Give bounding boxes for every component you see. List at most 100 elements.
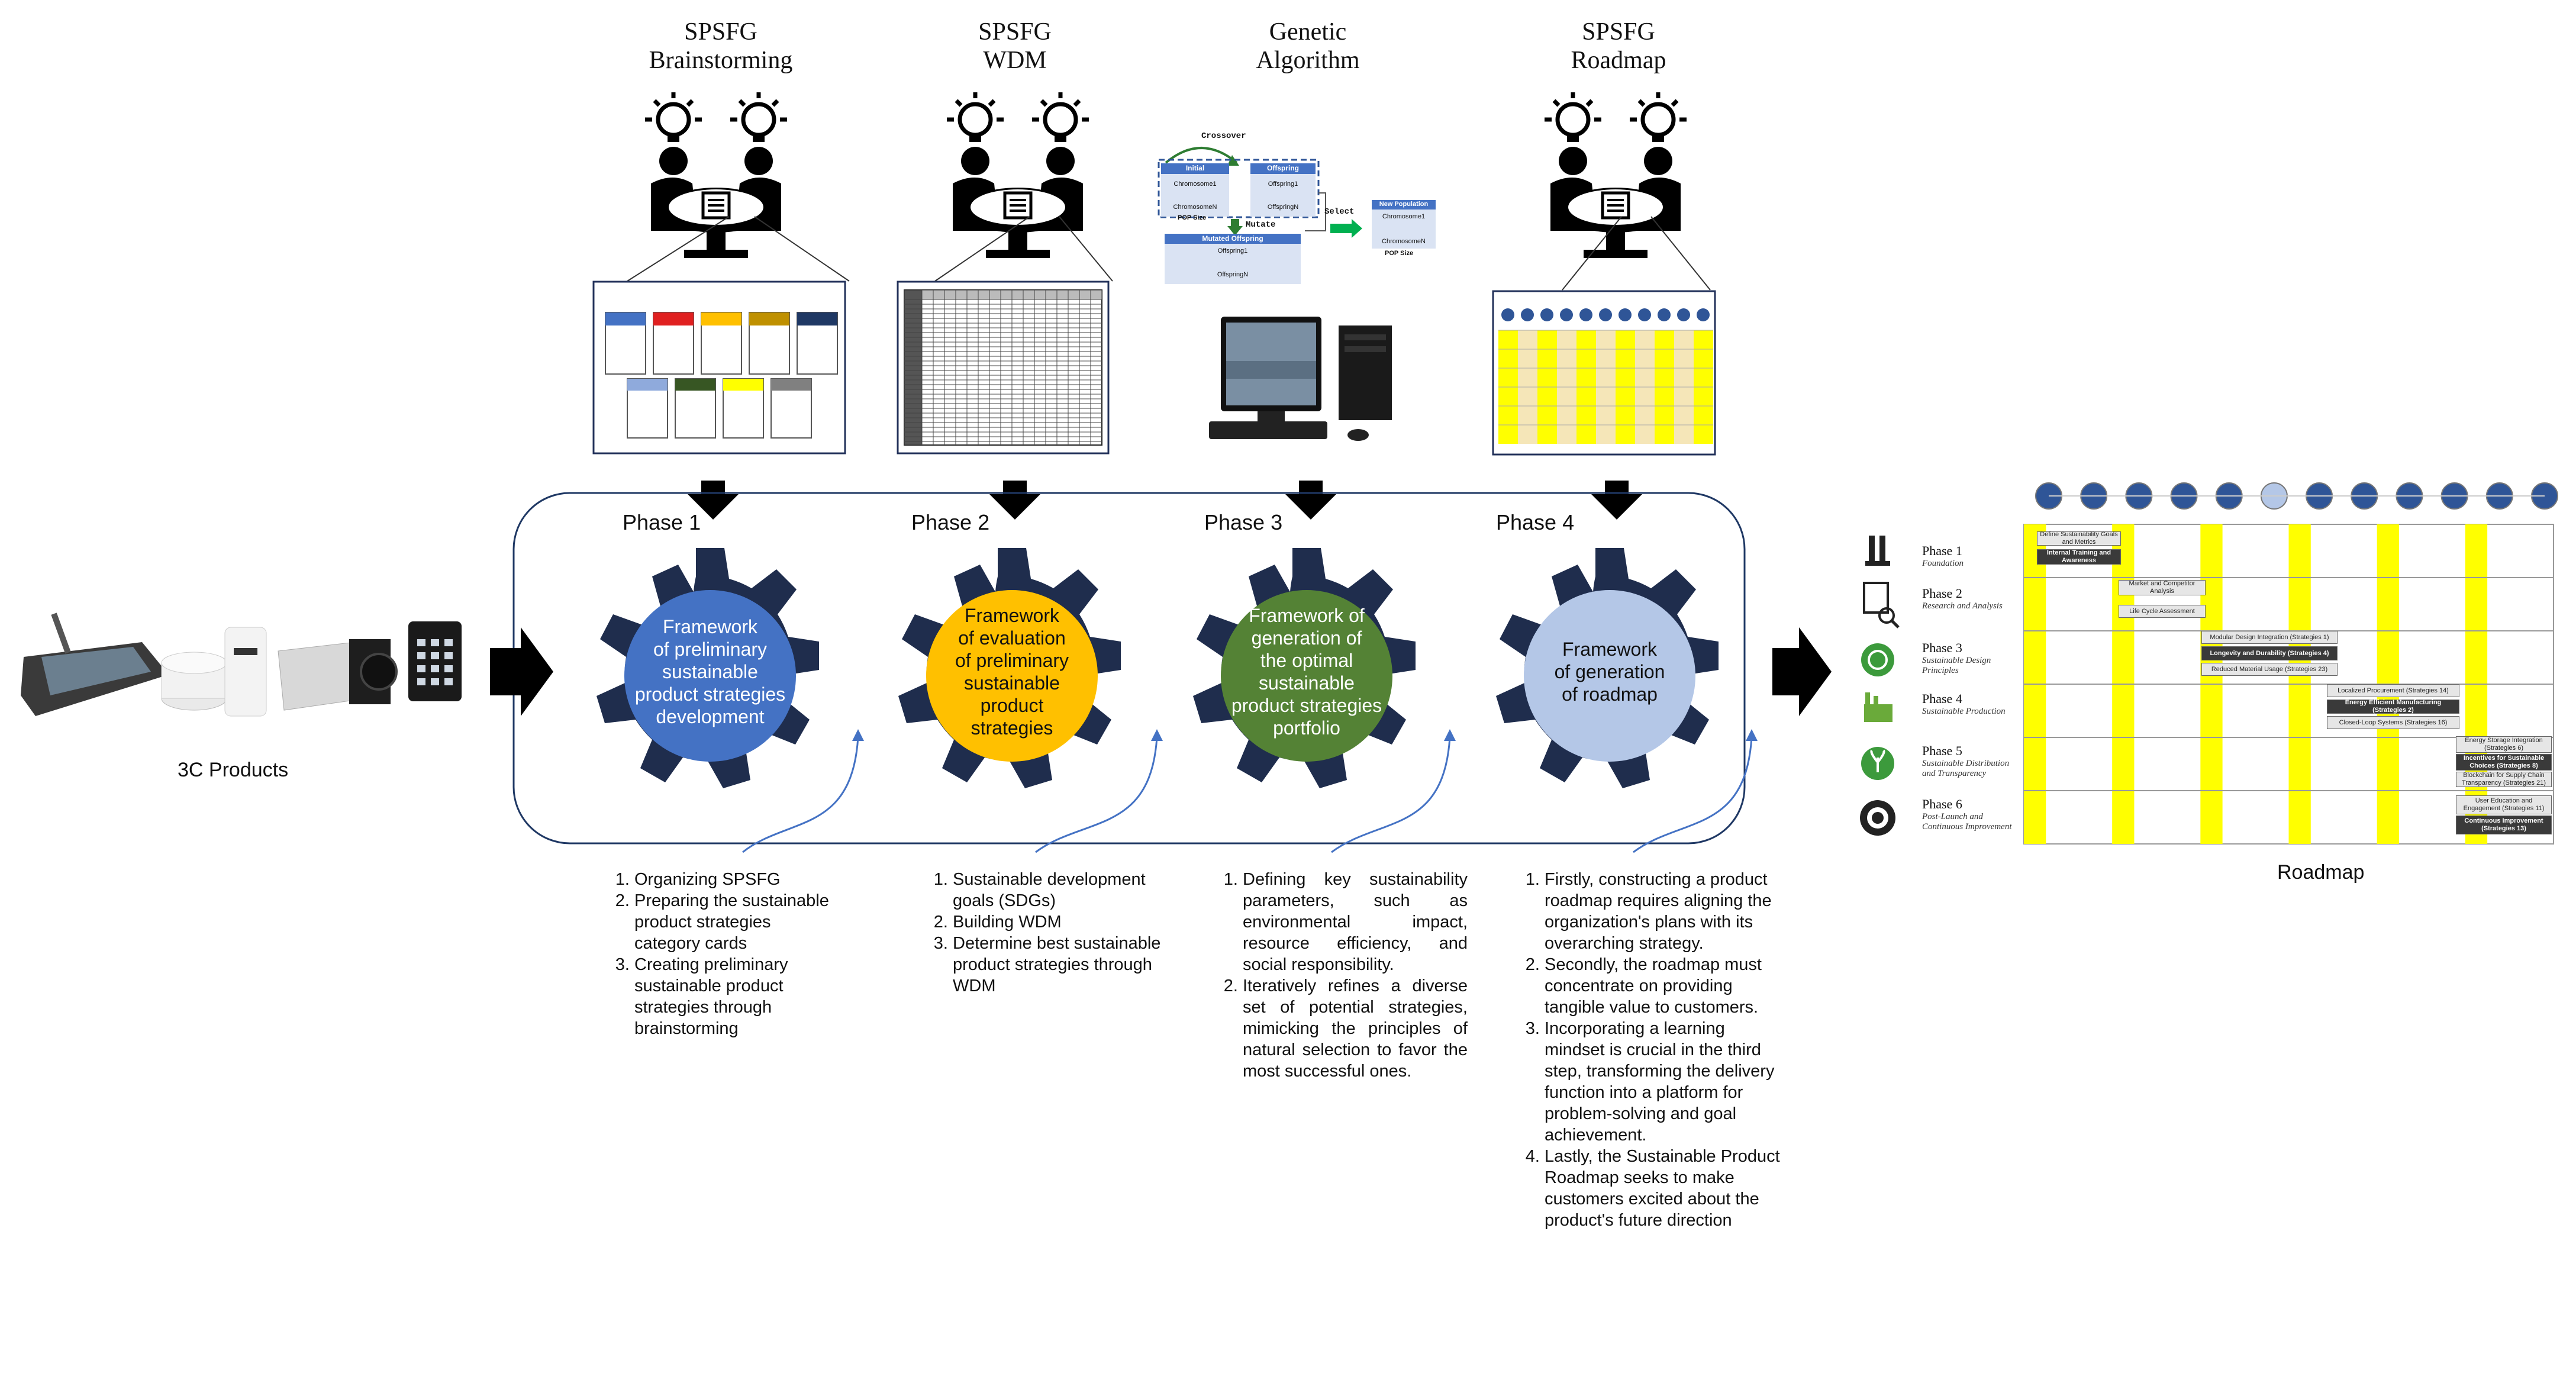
down-arrows	[688, 481, 1642, 520]
ga-figure	[1158, 147, 1436, 284]
roadmap-task: Energy Efficient Manufacturing (Strategi…	[2327, 699, 2459, 714]
step-item: Defining key sustainability parameters, …	[1243, 869, 1468, 975]
factory-icon	[1864, 692, 1892, 722]
document-search-icon	[1863, 582, 1900, 629]
step-item: Organizing SPSFG	[634, 869, 830, 890]
ga-mut-offspringN: OffspringN	[1217, 271, 1249, 278]
roadmap-phase-title: Phase 2	[1922, 586, 1962, 601]
gear-text-phase-4: Framework of generation of roadmap	[1554, 639, 1665, 705]
mini-milestone	[1619, 308, 1632, 321]
arrow-in	[490, 627, 553, 716]
roadmap-task: Blockchain for Supply Chain Transparency…	[2456, 772, 2552, 787]
phase-label-2: Phase 2	[911, 510, 990, 534]
ga-new-chrom1: Chromosome1	[1382, 213, 1426, 220]
mini-milestone	[1579, 308, 1592, 321]
ga-offspring1: Offspring1	[1268, 181, 1298, 188]
meeting-icon-roadmap	[1545, 92, 1687, 258]
phase-label-1: Phase 1	[623, 510, 701, 534]
step-item: Determine best sustainable product strat…	[953, 933, 1189, 997]
gear-text-phase-3: Framework of generation of the optimal s…	[1231, 605, 1382, 739]
plant-icon	[1861, 747, 1894, 780]
roadmap-task: Continuous Improvement (Strategies 13)	[2456, 816, 2552, 834]
ga-mut-offspring1: Offspring1	[1217, 247, 1248, 254]
gear-text-phase-1: Framework of preliminary sustainable pro…	[634, 616, 786, 727]
arrow-out	[1772, 627, 1832, 716]
step-item: Preparing the sustainable product strate…	[634, 890, 830, 954]
step-item: Firstly, constructing a product roadmap …	[1545, 869, 1781, 954]
mini-milestone	[1638, 308, 1651, 321]
steps-phase-1: Organizing SPSFG Preparing the sustainab…	[610, 869, 830, 1039]
ga-select-label: Select	[1324, 207, 1355, 217]
step-item: Creating preliminary sustainable product…	[634, 954, 830, 1039]
roadmap-task: Closed-Loop Systems (Strategies 16)	[2327, 716, 2459, 729]
wdm-matrix	[904, 289, 1102, 446]
gear-icon	[1860, 800, 1895, 836]
roadmap-phase-title: Phase 6	[1922, 797, 1962, 811]
mini-milestone	[1599, 308, 1612, 321]
meeting-icon-wdm	[947, 92, 1089, 258]
ga-chrom1: Chromosome1	[1173, 181, 1217, 188]
roadmap-phase-title: Phase 1	[1922, 543, 1962, 558]
roadmap-task: Reduced Material Usage (Strategies 23)	[2201, 663, 2338, 676]
ga-new-chromN: ChromosomeN	[1382, 238, 1426, 245]
roadmap-caption: Roadmap	[2277, 861, 2365, 884]
computer-icon	[1209, 317, 1392, 441]
roadmap-phase-title: Phase 5	[1922, 743, 1962, 758]
roadmap-phase-sub: Post-Launch and Continuous Improvement	[1922, 812, 2012, 831]
mini-milestone	[1677, 308, 1690, 321]
roadmap-phase-title: Phase 4	[1922, 691, 1962, 706]
mini-milestone	[1560, 308, 1573, 321]
step-item: Sustainable development goals (SDGs)	[953, 869, 1189, 911]
steps-phase-2: Sustainable development goals (SDGs) Bui…	[928, 869, 1189, 997]
step-item: Iteratively refines a diverse set of pot…	[1243, 975, 1468, 1082]
ga-initial-label: Initial	[1185, 164, 1205, 172]
roadmap-phase-sub: Sustainable Design Principles	[1922, 656, 1991, 675]
tool-title-wdm: SPSFG WDM	[978, 18, 1052, 74]
roadmap-phase-sub: Sustainable Distribution and Transparenc…	[1922, 759, 2010, 778]
step-item: Incorporating a learning mindset is cruc…	[1545, 1018, 1781, 1146]
ga-offspringN: OffspringN	[1267, 204, 1299, 211]
recycle-icon	[1861, 643, 1894, 676]
meeting-icon-brainstorming	[645, 92, 787, 258]
roadmap-phase-sub: Research and Analysis	[1922, 601, 2003, 611]
roadmap-task: Modular Design Integration (Strategies 1…	[2201, 631, 2338, 644]
mini-milestone	[1501, 308, 1514, 321]
mini-milestone	[1697, 308, 1710, 321]
products-label: 3C Products	[178, 759, 289, 781]
ga-crossover-label: Crossover	[1201, 131, 1246, 141]
steps-phase-3: Defining key sustainability parameters, …	[1218, 869, 1468, 1082]
roadmap-task: Life Cycle Assessment	[2119, 605, 2206, 618]
roadmap-task: Internal Training and Awareness	[2037, 549, 2121, 565]
roadmap-task: User Education and Engagement (Strategie…	[2456, 795, 2552, 814]
ga-chromN: ChromosomeN	[1173, 204, 1217, 211]
category-cards	[605, 312, 838, 439]
roadmap-task: Localized Procurement (Strategies 14)	[2327, 684, 2459, 697]
roadmap-phase-icons	[1860, 536, 1900, 836]
roadmap-phase-sub: Sustainable Production	[1922, 707, 2006, 716]
roadmap-task: Energy Storage Integration (Strategies 6…	[2456, 736, 2552, 753]
mini-milestone	[1540, 308, 1553, 321]
ga-pop-size: POP Size	[1178, 214, 1207, 221]
gear-hub-phase-3	[1221, 590, 1392, 762]
tool-title-roadmap: SPSFG Roadmap	[1571, 18, 1666, 74]
gear-hub-phase-1	[624, 590, 796, 762]
roadmap-task: Define Sustainability Goals and Metrics	[2037, 531, 2121, 546]
ga-new-population: New Population	[1379, 201, 1429, 208]
roadmap-task: Market and Competitor Analysis	[2119, 580, 2206, 595]
tool-title-genetic-algorithm: Genetic Algorithm	[1256, 18, 1360, 74]
step-item: Lastly, the Sustainable Product Roadmap …	[1545, 1146, 1781, 1231]
roadmap-phase-sub: Foundation	[1922, 559, 1964, 568]
tool-title-brainstorming: SPSFG Brainstorming	[649, 18, 793, 74]
feedback-arrows	[742, 736, 1753, 853]
ga-mutate-label: Mutate	[1246, 220, 1276, 230]
roadmap-phase-title: Phase 3	[1922, 640, 1962, 655]
gear-hub-phase-2	[926, 590, 1098, 762]
ga-offspring-label: Offspring	[1267, 164, 1299, 172]
mini-milestone	[1521, 308, 1534, 321]
